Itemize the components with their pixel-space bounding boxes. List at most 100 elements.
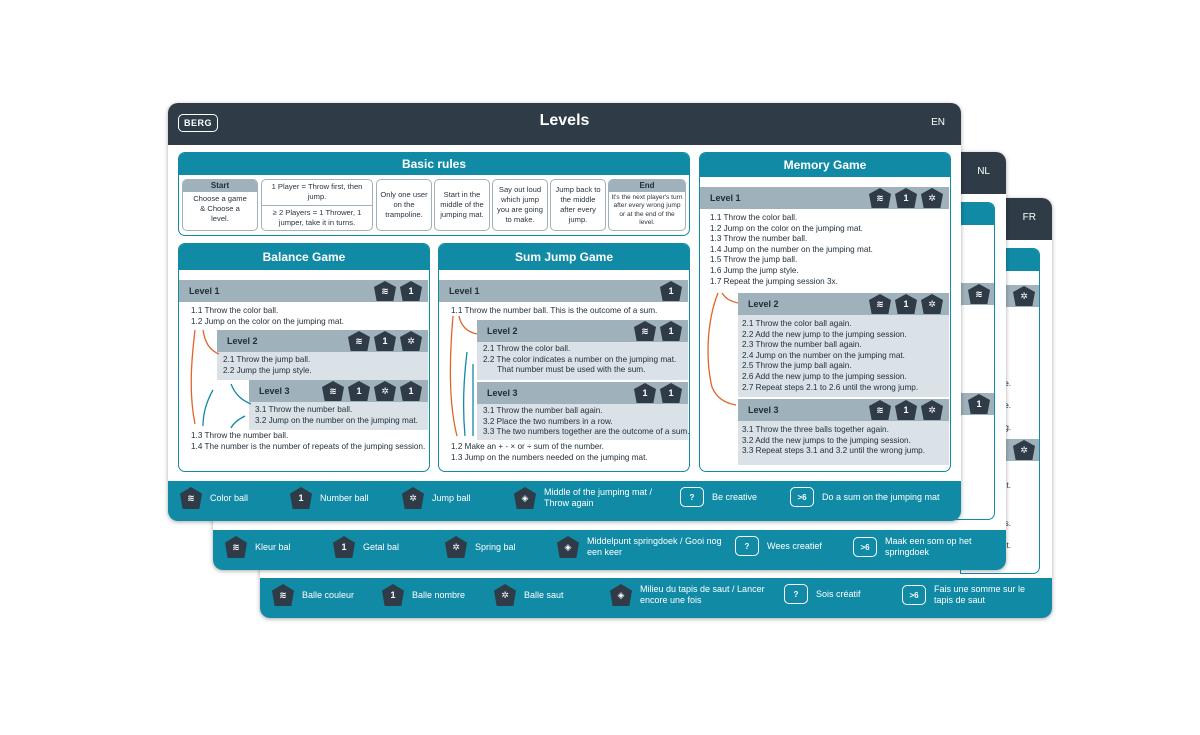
question-icon: ?: [735, 536, 759, 556]
legend-middle-mat: ◈ Middelpunt springdoek / Gooi nog een ke…: [557, 536, 733, 558]
step-line: That number must be used with the sum.: [497, 365, 646, 375]
number-ball-icon: 1: [382, 584, 404, 606]
number-ball-icon: 1: [374, 331, 396, 351]
number-ball-icon: 1: [895, 294, 917, 314]
legend-middle-mat: ◈Milieu du tapis de saut / Lancer encore…: [610, 584, 780, 606]
step-line: 1.4 The number is the number of repeats …: [191, 441, 426, 451]
jump-ball-icon: ✲: [494, 584, 516, 606]
color-ball-icon: ≋: [869, 188, 891, 208]
flow-arrow: [449, 315, 458, 437]
legend-color-ball: ≋Kleur bal: [225, 536, 291, 558]
sum-jump-game-title: Sum Jump Game: [439, 244, 689, 270]
jump-ball-icon: ✲: [1013, 440, 1035, 460]
legend-label: Fais une somme sur le tapis de saut: [934, 584, 1026, 605]
number-ball-icon: 1: [634, 383, 656, 403]
level-label: Level 1: [710, 193, 741, 203]
step-line: 3.1 Throw the number ball again.: [483, 406, 603, 415]
color-ball-icon: ≋: [322, 381, 344, 401]
level-icons: 1: [660, 281, 682, 301]
legend-sum: >6 Do a sum on the jumping mat: [790, 487, 956, 507]
balance-level-1: Level 1 ≋1: [179, 280, 428, 302]
jump-ball-icon: ✲: [445, 536, 467, 558]
rule-end-title: End: [609, 180, 685, 192]
step-line: 1.3 Throw the number ball.: [710, 234, 808, 244]
legend-middle-mat: ◈Middle of the jumping mat / Throw again: [514, 487, 670, 509]
step-line: 1.6 Jump the jump style.: [710, 265, 799, 275]
rule-one-user: Only one user on the trampoline.: [376, 179, 432, 231]
legend-label: Balle couleur: [302, 589, 355, 600]
sum-level-1-steps: 1.1 Throw the number ball. This is the o…: [451, 306, 657, 317]
legend-label: Middelpunt springdoek / Gooi nog een kee…: [587, 536, 722, 557]
flow-arrow: [190, 329, 196, 425]
rule-one-player: 1 Player = Throw first, then jump.: [271, 182, 363, 202]
language-tag-nl[interactable]: NL: [977, 166, 990, 177]
language-tag-en[interactable]: EN: [931, 117, 945, 128]
legend-label: Do a sum on the jumping mat: [822, 491, 940, 502]
step-line: 2.6 Add the new jump to the jumping sess…: [742, 371, 907, 381]
rule-start-text: Choose a game & Choose a level.: [193, 194, 247, 223]
question-icon: ?: [680, 487, 704, 507]
level-icons: ≋1✲: [348, 331, 422, 351]
memory-level-2-box: [738, 315, 949, 397]
jump-ball-icon: ✲: [374, 381, 396, 401]
mat-center-icon: ◈: [514, 487, 536, 509]
legend-label: Color ball: [210, 492, 249, 503]
flow-arrow: [230, 415, 246, 429]
step-line: 2.7 Repeat steps 2.1 to 2.6 until the wr…: [742, 382, 919, 392]
jump-ball-icon: ✲: [1013, 286, 1035, 306]
step-line: 3.2 Jump on the number on the jumping ma…: [255, 415, 418, 425]
step-line: 2.1 Throw the jump ball.: [223, 355, 311, 364]
number-ball-icon: 1: [660, 281, 682, 301]
mat-center-icon: ◈: [557, 536, 579, 558]
step-line: 1.2 Jump on the color on the jumping mat…: [710, 223, 863, 233]
level-icons: ≋1: [374, 281, 422, 301]
rule-jump-back: Jump back to the middle after every jump…: [550, 179, 606, 231]
step-line: 1.2 Jump on the color on the jumping mat…: [191, 316, 344, 326]
legend-label: Spring bal: [475, 541, 516, 552]
level-label: Level 3: [259, 386, 290, 396]
legend-label: Wees creatief: [767, 540, 822, 551]
legend-be-creative: ?Be creative: [680, 487, 757, 507]
color-ball-icon: ≋: [634, 321, 656, 341]
sum-level-2: Level 2 ≋1: [477, 320, 688, 342]
memory-level-1-steps: 1.1 Throw the color ball. 1.2 Jump on th…: [710, 213, 873, 287]
sum-end-steps: 1.2 Make an + - × or ÷ sum of the number…: [451, 442, 648, 463]
rule-players: 1 Player = Throw first, then jump. ≥ 2 P…: [261, 179, 373, 231]
memory-level-2: Level 2 ≋1✲: [738, 293, 949, 315]
legend-color-ball: ≋Balle couleur: [272, 584, 354, 606]
step-line: 1.1 Throw the color ball.: [710, 213, 798, 222]
rule-multi-player: ≥ 2 Players = 1 Thrower, 1 jumper, take …: [262, 204, 372, 231]
color-ball-icon: ≋: [869, 294, 891, 314]
balance-level-3-box: [249, 400, 428, 430]
jump-ball-icon: ✲: [921, 400, 943, 420]
color-ball-icon: ≋: [180, 487, 202, 509]
step-line: 1.1 Throw the number ball. This is the o…: [451, 306, 658, 315]
language-tag-fr[interactable]: FR: [1022, 212, 1036, 223]
flow-arrow: [463, 351, 468, 437]
legend-be-creative: ? Wees creatief: [735, 536, 822, 556]
number-ball-icon: 1: [660, 321, 682, 341]
sum-flow-arrows: [449, 315, 478, 437]
number-ball-icon: 1: [895, 400, 917, 420]
mat-center-icon: ◈: [610, 584, 632, 606]
berg-logo: BERG: [178, 114, 218, 132]
level-label: Level 2: [487, 326, 518, 336]
step-line: 3.1 Throw the number ball.: [255, 405, 353, 414]
step-line: 3.3 The two numbers together are the out…: [483, 427, 690, 437]
greater-than-six-icon: >6: [790, 487, 814, 507]
memory-game-title: Memory Game: [700, 153, 950, 177]
legend-label: Kleur bal: [255, 541, 291, 552]
flow-arrow: [202, 389, 214, 427]
step-line: 3.2 Place the two numbers in a row.: [483, 416, 613, 426]
flow-arrow: [721, 292, 739, 304]
memory-flow-arrows: [707, 292, 739, 406]
question-icon: ?: [784, 584, 808, 604]
basic-rules-panel: Basic rules Start Choose a game & Choose…: [178, 152, 690, 236]
step-line: 2.2 Jump the jump style.: [223, 365, 312, 375]
